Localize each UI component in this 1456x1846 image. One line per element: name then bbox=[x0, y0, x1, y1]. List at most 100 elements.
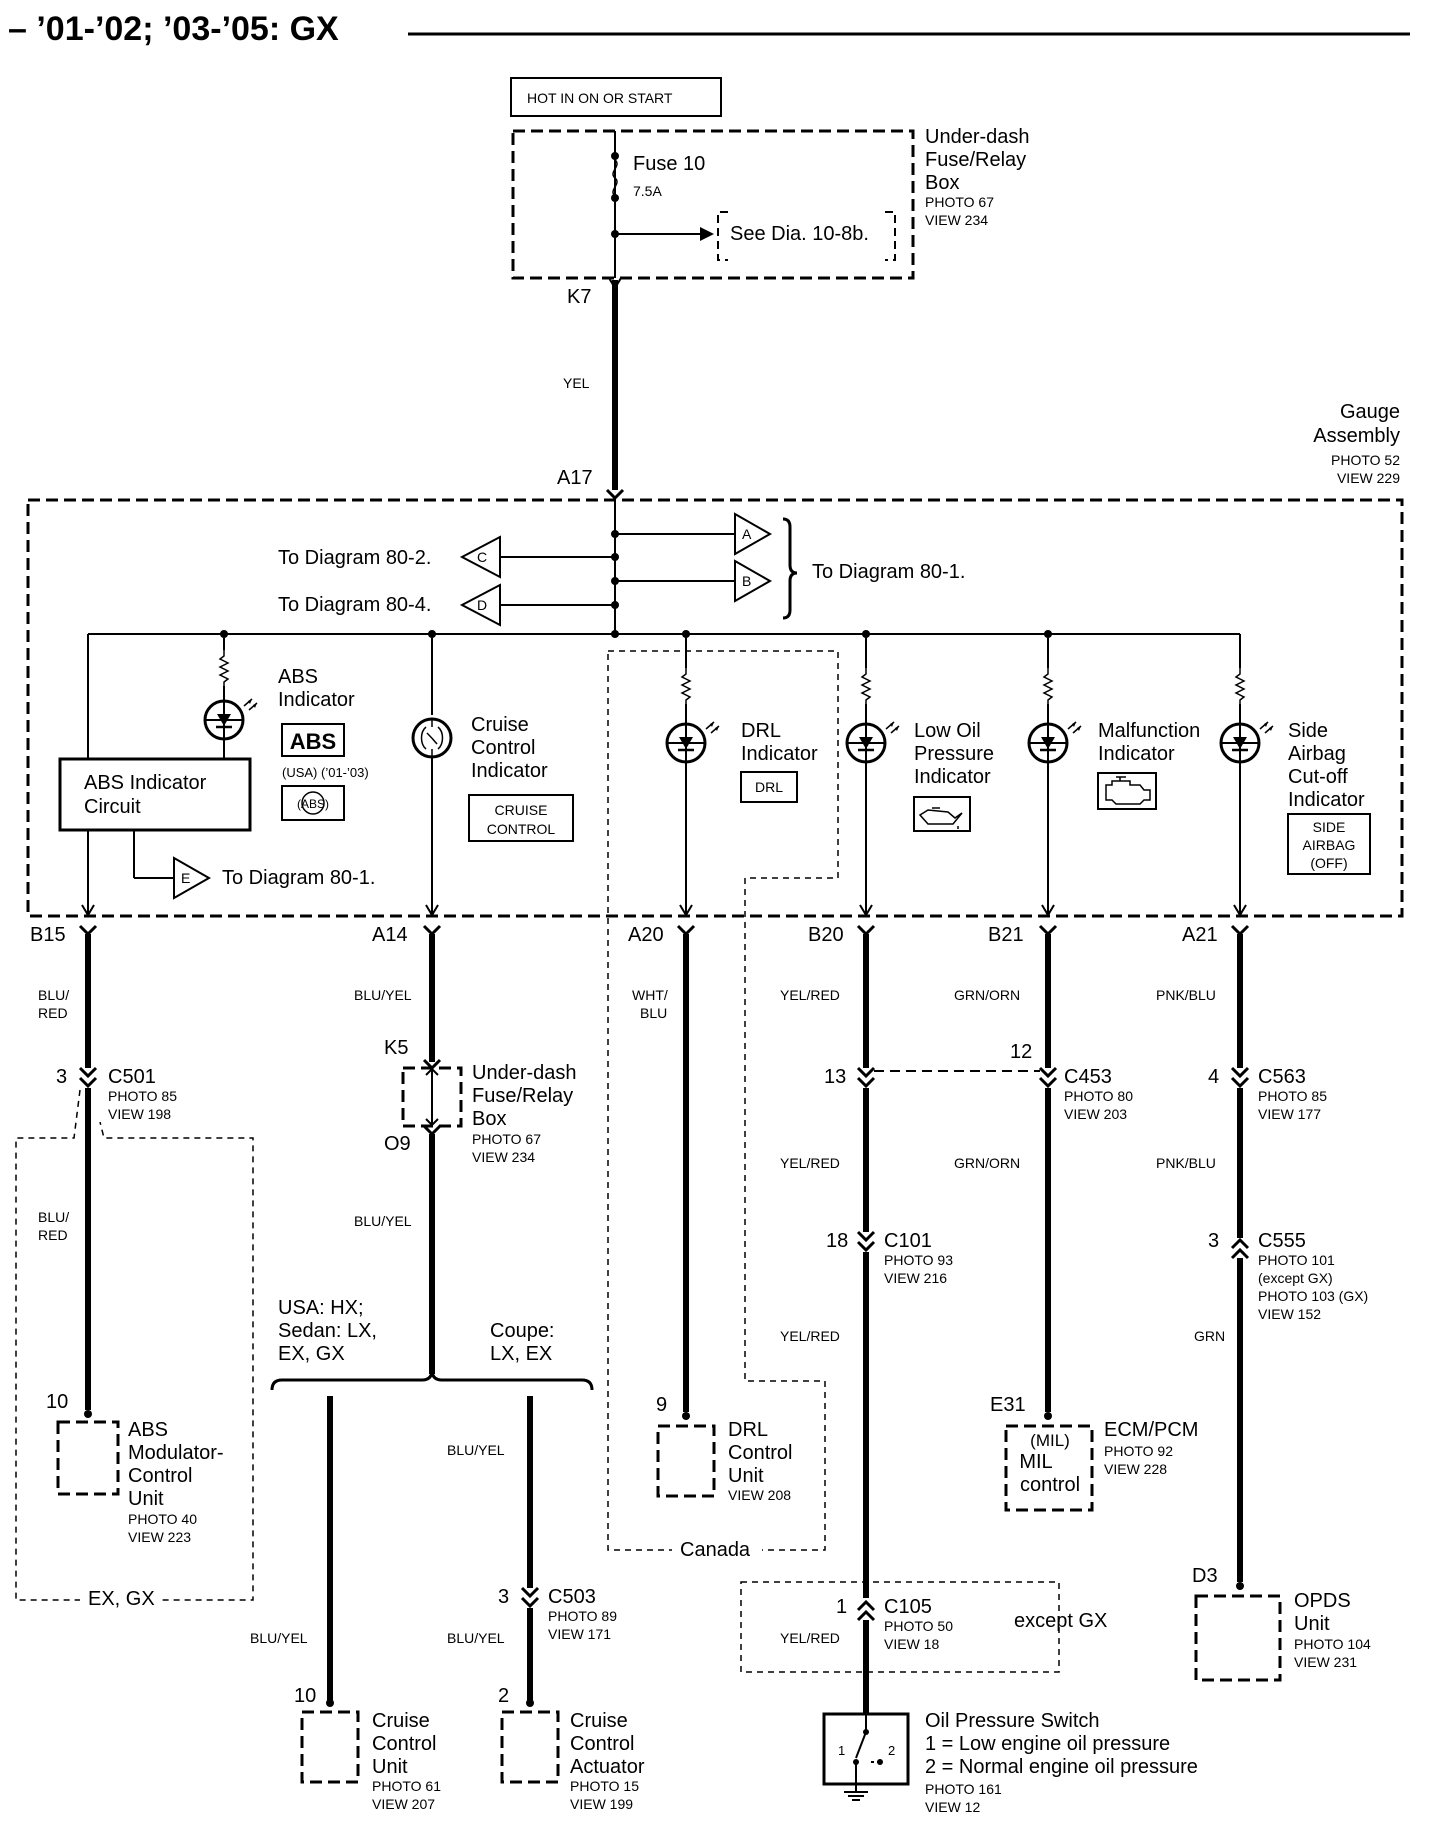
mal-resistor bbox=[1043, 667, 1053, 705]
c453-connector bbox=[1038, 1066, 1058, 1088]
to-diagram-d: To Diagram 80-4. bbox=[278, 594, 431, 616]
cruise-indicator-label-1: Cruise bbox=[471, 714, 529, 736]
c501-connector bbox=[78, 1066, 98, 1088]
ab-bracket bbox=[782, 517, 798, 620]
oil-switch-photo: PHOTO 161 bbox=[925, 1781, 1002, 1797]
cruise-unit-view: VIEW 207 bbox=[372, 1796, 435, 1812]
airbag-indicator-label-3: Cut-off bbox=[1288, 766, 1348, 788]
oil-wire1-color: YEL/RED bbox=[780, 987, 840, 1003]
cruise-act-photo: PHOTO 15 bbox=[570, 1778, 639, 1794]
abs-indicator-label-1: ABS bbox=[278, 666, 318, 688]
abs-unit-pin: 10 bbox=[46, 1391, 68, 1413]
cruise-badge bbox=[468, 794, 574, 842]
cruise-act-view: VIEW 199 bbox=[570, 1796, 633, 1812]
connector-d-label: D bbox=[477, 597, 487, 613]
drl-indicator-label-2: Indicator bbox=[741, 743, 818, 765]
c453-photo: PHOTO 80 bbox=[1064, 1088, 1133, 1104]
fuse-box-photo: PHOTO 67 bbox=[925, 194, 994, 210]
b15-terminal bbox=[78, 924, 98, 936]
fuse-box-view: VIEW 234 bbox=[925, 212, 988, 228]
c503-view: VIEW 171 bbox=[548, 1626, 611, 1642]
to-diagram-ab: To Diagram 80-1. bbox=[812, 561, 965, 583]
drl-unit-label-3: Unit bbox=[728, 1465, 764, 1487]
ecm-pin-dot bbox=[1044, 1412, 1052, 1420]
abs-circuit-label-2: Circuit bbox=[84, 796, 141, 818]
airbag-badge bbox=[1287, 813, 1371, 875]
c501-pin: 3 bbox=[56, 1066, 67, 1088]
abs-unit-label-2: Modulator- bbox=[128, 1442, 224, 1464]
b21-terminal bbox=[1038, 924, 1058, 936]
abs-note: (USA) (’01-’03) bbox=[282, 765, 369, 780]
mal-wire1-color: GRN/ORN bbox=[954, 987, 1020, 1003]
b20-terminal bbox=[856, 924, 876, 936]
airbag-indicator-label-4: Indicator bbox=[1288, 789, 1365, 811]
drl-indicator-label-1: DRL bbox=[741, 720, 781, 742]
c501-label: C501 bbox=[108, 1066, 156, 1088]
page-title: – ’01-’02; ’03-’05: GX bbox=[8, 10, 339, 48]
cruise-coupe-label-1: Coupe: bbox=[490, 1320, 555, 1342]
c563-photo: PHOTO 85 bbox=[1258, 1088, 1327, 1104]
gauge-view: VIEW 229 bbox=[1337, 470, 1400, 486]
cruise-indicator-label-2: Control bbox=[471, 737, 535, 759]
ecm-inner-1: (MIL) bbox=[1030, 1431, 1070, 1450]
ground-icon bbox=[844, 1791, 868, 1801]
airbag-indicator-label-1: Side bbox=[1288, 720, 1328, 742]
c563-pin: 4 bbox=[1208, 1066, 1219, 1088]
see-dia-arrow bbox=[700, 227, 714, 241]
oil-switch-note-2: 2 = Normal engine oil pressure bbox=[925, 1756, 1198, 1778]
connector-c-label: C bbox=[477, 549, 487, 565]
oil-wire3-color: YEL/RED bbox=[780, 1328, 840, 1344]
airbag-wire3-color: GRN bbox=[1194, 1328, 1225, 1344]
fuse-label: Fuse 10 bbox=[633, 153, 705, 175]
connector-a bbox=[734, 512, 773, 556]
mal-wire2-color: GRN/ORN bbox=[954, 1155, 1020, 1171]
c105-connector bbox=[856, 1600, 876, 1622]
connector-b-label: B bbox=[742, 573, 751, 589]
oil-switch-title: Oil Pressure Switch bbox=[925, 1710, 1100, 1732]
airbag-wire2-color: PNK/BLU bbox=[1156, 1155, 1216, 1171]
cruise-control-unit bbox=[300, 1710, 360, 1784]
cruise-box-label-3: Box bbox=[472, 1108, 506, 1130]
cruise-left-color: BLU/YEL bbox=[250, 1630, 308, 1646]
cruise-unit-pin: 10 bbox=[294, 1685, 316, 1707]
abs-region-label-bg bbox=[80, 1586, 160, 1610]
fuse-box-name-1: Under-dash bbox=[925, 126, 1030, 148]
ecm-view: VIEW 228 bbox=[1104, 1461, 1167, 1477]
oil-indicator-label-2: Pressure bbox=[914, 743, 994, 765]
terminal-b21: B21 bbox=[988, 924, 1024, 946]
oil-indicator-label-3: Indicator bbox=[914, 766, 991, 788]
cruise-box-photo: PHOTO 67 bbox=[472, 1131, 541, 1147]
oil-wire4-color: YEL/RED bbox=[780, 1630, 840, 1646]
main-wire-color: YEL bbox=[563, 375, 590, 391]
oil-led-icon bbox=[845, 720, 901, 764]
c555-label: C555 bbox=[1258, 1230, 1306, 1252]
c453-mal-pin: 12 bbox=[1010, 1041, 1032, 1063]
drl-unit-pin-dot bbox=[682, 1412, 690, 1420]
drl-wire-color-2: BLU bbox=[640, 1005, 667, 1021]
abs-led-icon bbox=[203, 697, 259, 741]
abs-unit-label-4: Unit bbox=[128, 1488, 164, 1510]
switch-pin-1: 1 bbox=[838, 1743, 845, 1758]
c501-view: VIEW 198 bbox=[108, 1106, 171, 1122]
drl-resistor bbox=[681, 667, 691, 705]
c555-view: VIEW 152 bbox=[1258, 1306, 1321, 1322]
cruise-fuse-link-arrows bbox=[425, 1067, 439, 1127]
cruise-split-bracket bbox=[270, 1369, 594, 1391]
c453-view: VIEW 203 bbox=[1064, 1106, 1127, 1122]
c503-connector bbox=[520, 1586, 540, 1608]
hot-label-box bbox=[510, 77, 722, 117]
c105-photo: PHOTO 50 bbox=[884, 1618, 953, 1634]
drl-badge-text: DRL bbox=[755, 779, 783, 795]
hot-label: HOT IN ON OR START bbox=[527, 90, 673, 106]
a14-terminal bbox=[422, 924, 442, 936]
drl-unit-pin: 9 bbox=[656, 1394, 667, 1416]
cruise-act-pin-dot bbox=[526, 1699, 534, 1707]
fuse-node-top bbox=[611, 152, 619, 160]
engine-icon bbox=[1097, 772, 1157, 810]
c453-oil-pin: 13 bbox=[824, 1066, 846, 1088]
abs-indicator-label-2: Indicator bbox=[278, 689, 355, 711]
oil-wire2-color: YEL/RED bbox=[780, 1155, 840, 1171]
bus-node-main bbox=[611, 630, 619, 638]
cruise-indicator-label-3: Indicator bbox=[471, 760, 548, 782]
o9-label: O9 bbox=[384, 1133, 411, 1155]
